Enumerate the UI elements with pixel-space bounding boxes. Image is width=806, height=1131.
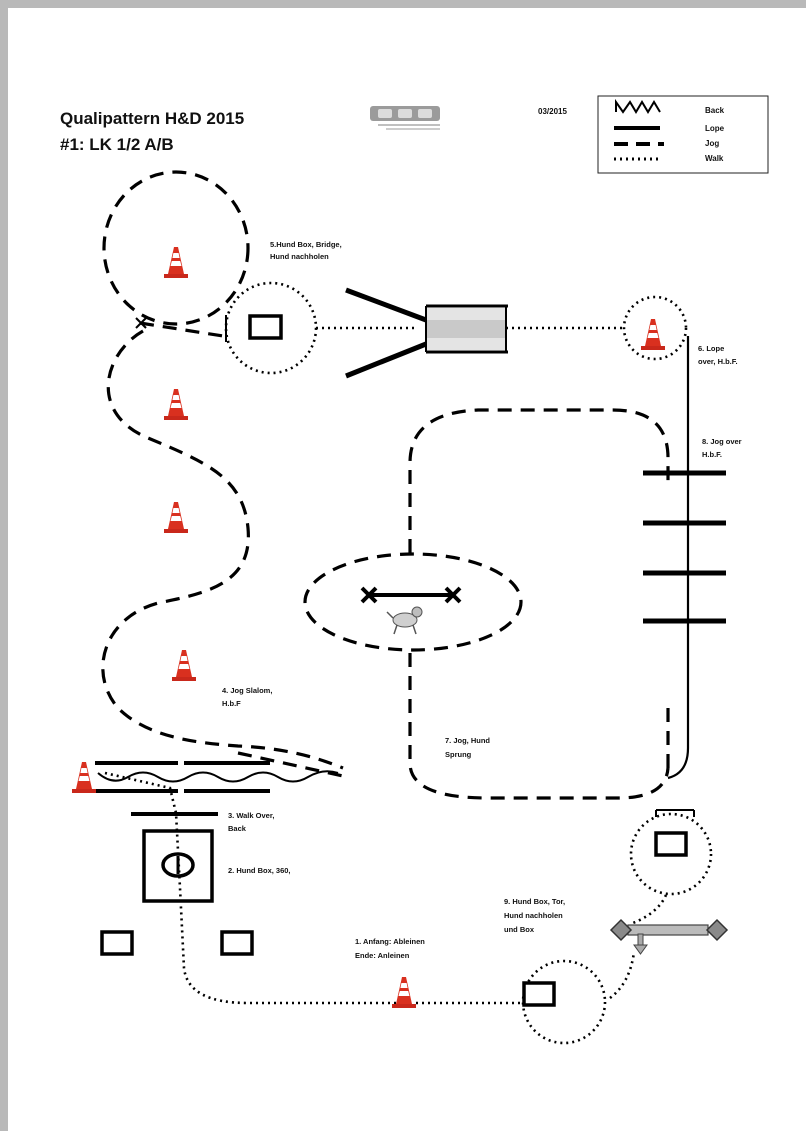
hund-boxes bbox=[100, 314, 688, 1007]
dog-icon bbox=[386, 606, 423, 635]
pattern-subtitle: #1: LK 1/2 A/B bbox=[60, 135, 174, 154]
walk-circle-cone-6 bbox=[622, 295, 688, 361]
station-8-label: 8. Jog over bbox=[702, 437, 742, 446]
legend-jog-label: Jog bbox=[705, 139, 719, 148]
cone-icon bbox=[164, 502, 188, 533]
jog-path bbox=[101, 170, 670, 800]
box-start-left bbox=[100, 930, 134, 956]
station-1-label: 1. Anfang: Ableinen bbox=[355, 937, 425, 946]
legend-back-label: Back bbox=[705, 106, 725, 115]
station-7-label: 7. Jog, Hund bbox=[445, 736, 490, 745]
cone-icon bbox=[172, 650, 196, 681]
cone-icon bbox=[164, 389, 188, 420]
station-7-label-line2: Sprung bbox=[445, 750, 472, 759]
jump-obstacle bbox=[360, 586, 462, 604]
box-start-right bbox=[220, 930, 254, 956]
lope-path bbox=[667, 336, 690, 780]
box-station-5 bbox=[248, 314, 283, 340]
legend-back-symbol bbox=[615, 98, 661, 114]
station-6-label-line2: over, H.b.F. bbox=[698, 357, 738, 366]
pattern-diagram: Qualipattern H&D 2015 #1: LK 1/2 A/B 03/… bbox=[60, 95, 769, 1045]
station-1-label-line2: Ende: Anleinen bbox=[355, 951, 410, 960]
station-3-label: 3. Walk Over, bbox=[228, 811, 274, 820]
box-end bbox=[654, 831, 688, 857]
back-wavy-line bbox=[97, 770, 339, 783]
station-2-label: 2. Hund Box, 360, bbox=[228, 866, 291, 875]
organization-logo bbox=[370, 106, 440, 130]
jog-slalom-path bbox=[101, 329, 344, 770]
box-station-2 bbox=[142, 829, 214, 903]
jog-circle-top-left bbox=[102, 170, 250, 326]
station-6-label: 6. Lope bbox=[698, 344, 724, 353]
walk-circle-box-9 bbox=[521, 959, 607, 1045]
walk-tick-marks bbox=[135, 315, 695, 817]
station-4-label: 4. Jog Slalom, bbox=[222, 686, 272, 695]
cone-icon bbox=[164, 247, 188, 278]
station-9-label-line3: und Box bbox=[504, 925, 535, 934]
pattern-date: 03/2015 bbox=[538, 107, 567, 116]
box-station-9 bbox=[522, 981, 556, 1007]
station-8-label-line2: H.b.F. bbox=[702, 450, 722, 459]
pattern-title: Qualipattern H&D 2015 bbox=[60, 109, 244, 128]
pattern-sheet: Qualipattern H&D 2015 #1: LK 1/2 A/B 03/… bbox=[8, 8, 806, 1131]
gate-obstacle bbox=[609, 918, 729, 955]
jog-lower-loop bbox=[408, 653, 670, 800]
cone-icon bbox=[72, 762, 96, 793]
jog-oval bbox=[303, 552, 523, 652]
station-5-label-line2: Hund nachholen bbox=[270, 252, 329, 261]
station-4-label-line2: H.b.F bbox=[222, 699, 241, 708]
station-3-label-line2: Back bbox=[228, 824, 247, 833]
turn-360-icon bbox=[161, 852, 195, 878]
walk-path bbox=[104, 281, 713, 1045]
walk-circle-box-end bbox=[629, 812, 713, 896]
line-legend: Back Lope Jog Walk bbox=[597, 95, 769, 174]
legend-lope-label: Lope bbox=[705, 124, 725, 133]
station-9-label-line2: Hund nachholen bbox=[504, 911, 563, 920]
lope-over-poles bbox=[643, 470, 726, 624]
station-5-label: 5.Hund Box, Bridge, bbox=[270, 240, 342, 249]
jog-upper-loop bbox=[408, 408, 670, 553]
walk-over-back-obstacle bbox=[95, 761, 339, 816]
cone-icon bbox=[641, 319, 665, 350]
station-9-label: 9. Hund Box, Tor, bbox=[504, 897, 565, 906]
legend-walk-label: Walk bbox=[705, 154, 724, 163]
bridge-obstacle bbox=[345, 287, 508, 379]
